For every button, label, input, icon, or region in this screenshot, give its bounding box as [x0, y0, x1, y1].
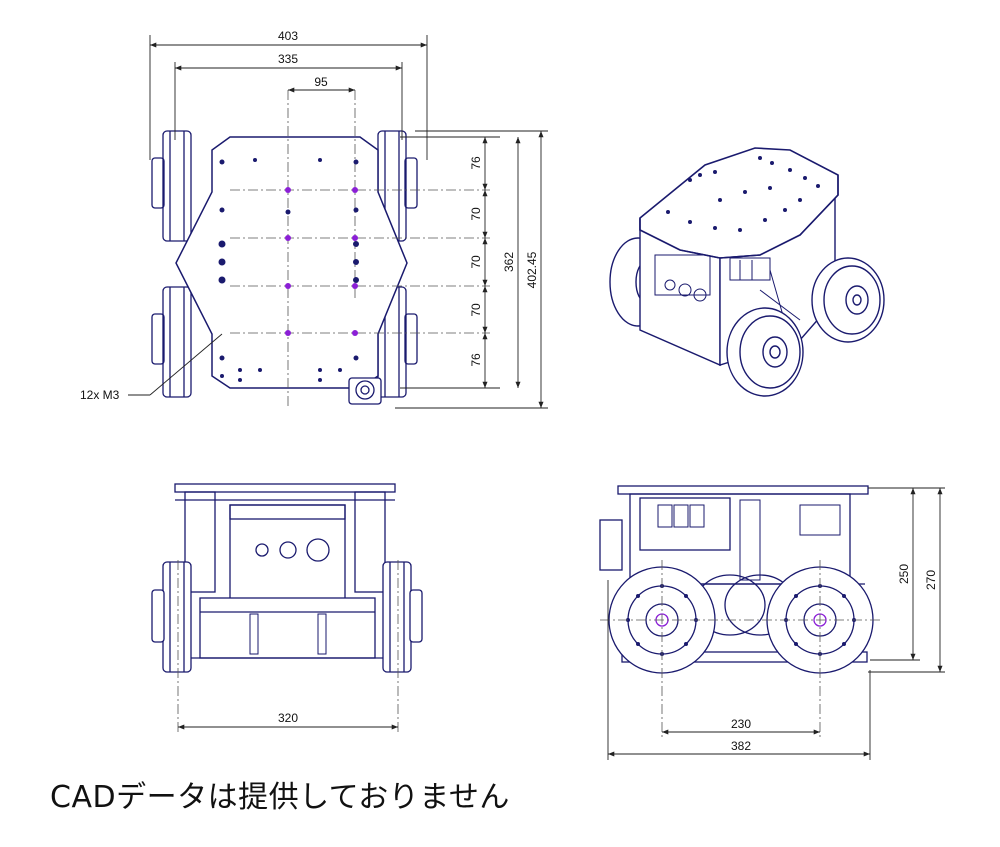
dim-70-c: 70 [469, 303, 483, 317]
isometric-view [609, 147, 885, 397]
callout-12x-m3: 12x M3 [80, 388, 120, 402]
iso-wheel-front [726, 307, 804, 397]
top-view-wheel-front-left [151, 130, 192, 242]
dim-250: 250 [897, 564, 911, 584]
front-view-top-plate [174, 483, 396, 493]
dim-70-a: 70 [469, 207, 483, 221]
side-view-dimensions [607, 487, 945, 760]
dim-362: 362 [502, 252, 516, 272]
footer-note: CADデータは提供しておりません [50, 780, 510, 815]
dim-230: 230 [731, 717, 751, 731]
dim-70-b: 70 [469, 255, 483, 269]
dim-76-top: 76 [469, 156, 483, 170]
iso-wheel-rear-right [811, 257, 885, 343]
dim-402-45: 402.45 [525, 251, 539, 288]
side-view [599, 485, 880, 740]
side-view-switch-panel [639, 497, 731, 551]
top-view-dimension-labels: 403 335 95 76 70 70 70 76 362 402.45 12x… [80, 29, 539, 402]
dim-76-bottom: 76 [469, 353, 483, 367]
top-view [151, 90, 490, 408]
side-view-caster [599, 519, 623, 571]
dim-382: 382 [731, 739, 751, 753]
dim-95: 95 [314, 75, 328, 89]
top-view-wheel-rear-left [151, 286, 192, 398]
front-view [151, 483, 423, 732]
dim-403: 403 [278, 29, 298, 43]
dim-335: 335 [278, 52, 298, 66]
front-view-wheel-right [382, 561, 423, 673]
top-view-caster [348, 377, 382, 405]
dim-270: 270 [924, 570, 938, 590]
front-view-wheel-left [151, 561, 192, 673]
top-view-plate [175, 136, 408, 389]
top-view-dimensions [128, 35, 548, 409]
front-view-battery-box [229, 504, 346, 601]
front-view-lower-frame [199, 597, 376, 659]
dim-320: 320 [278, 711, 298, 725]
side-view-top-plate [617, 485, 869, 495]
